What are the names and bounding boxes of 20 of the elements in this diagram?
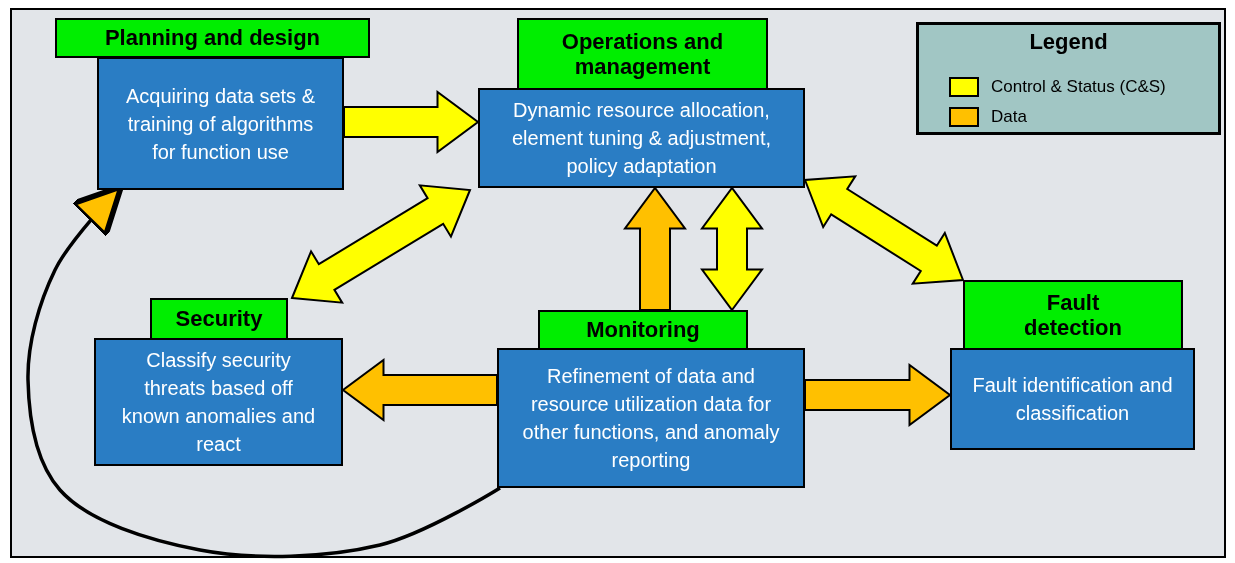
heading-tab: Security [150,298,288,340]
process-box: Acquiring data sets & training of algorithms for function use [97,57,344,190]
heading-tab: Operations and management [517,18,768,90]
legend-label: Control & Status (C&S) [991,77,1166,97]
process-box: Refinement of data and resource utilization data for other functions, and anomaly reporting [497,348,805,488]
block-arrow [804,363,952,427]
heading-tab: Fault detection [963,280,1183,350]
block-arrow [290,184,472,304]
legend-title: Legend [1028,29,1109,55]
block-arrow [623,186,687,311]
legend-label: Data [991,107,1027,127]
block-arrow [343,90,480,154]
process-box: Dynamic resource allocation, element tuning & adjustment, policy adaptation [478,88,805,188]
block-arrow [341,358,498,422]
process-box: Fault identification and classification [950,348,1195,450]
process-box: Classify security threats based off known anomalies and react [94,338,343,466]
block-arrow [803,175,965,285]
heading-tab: Planning and design [55,18,370,58]
heading-tab: Monitoring [538,310,748,350]
block-arrow [700,186,764,312]
